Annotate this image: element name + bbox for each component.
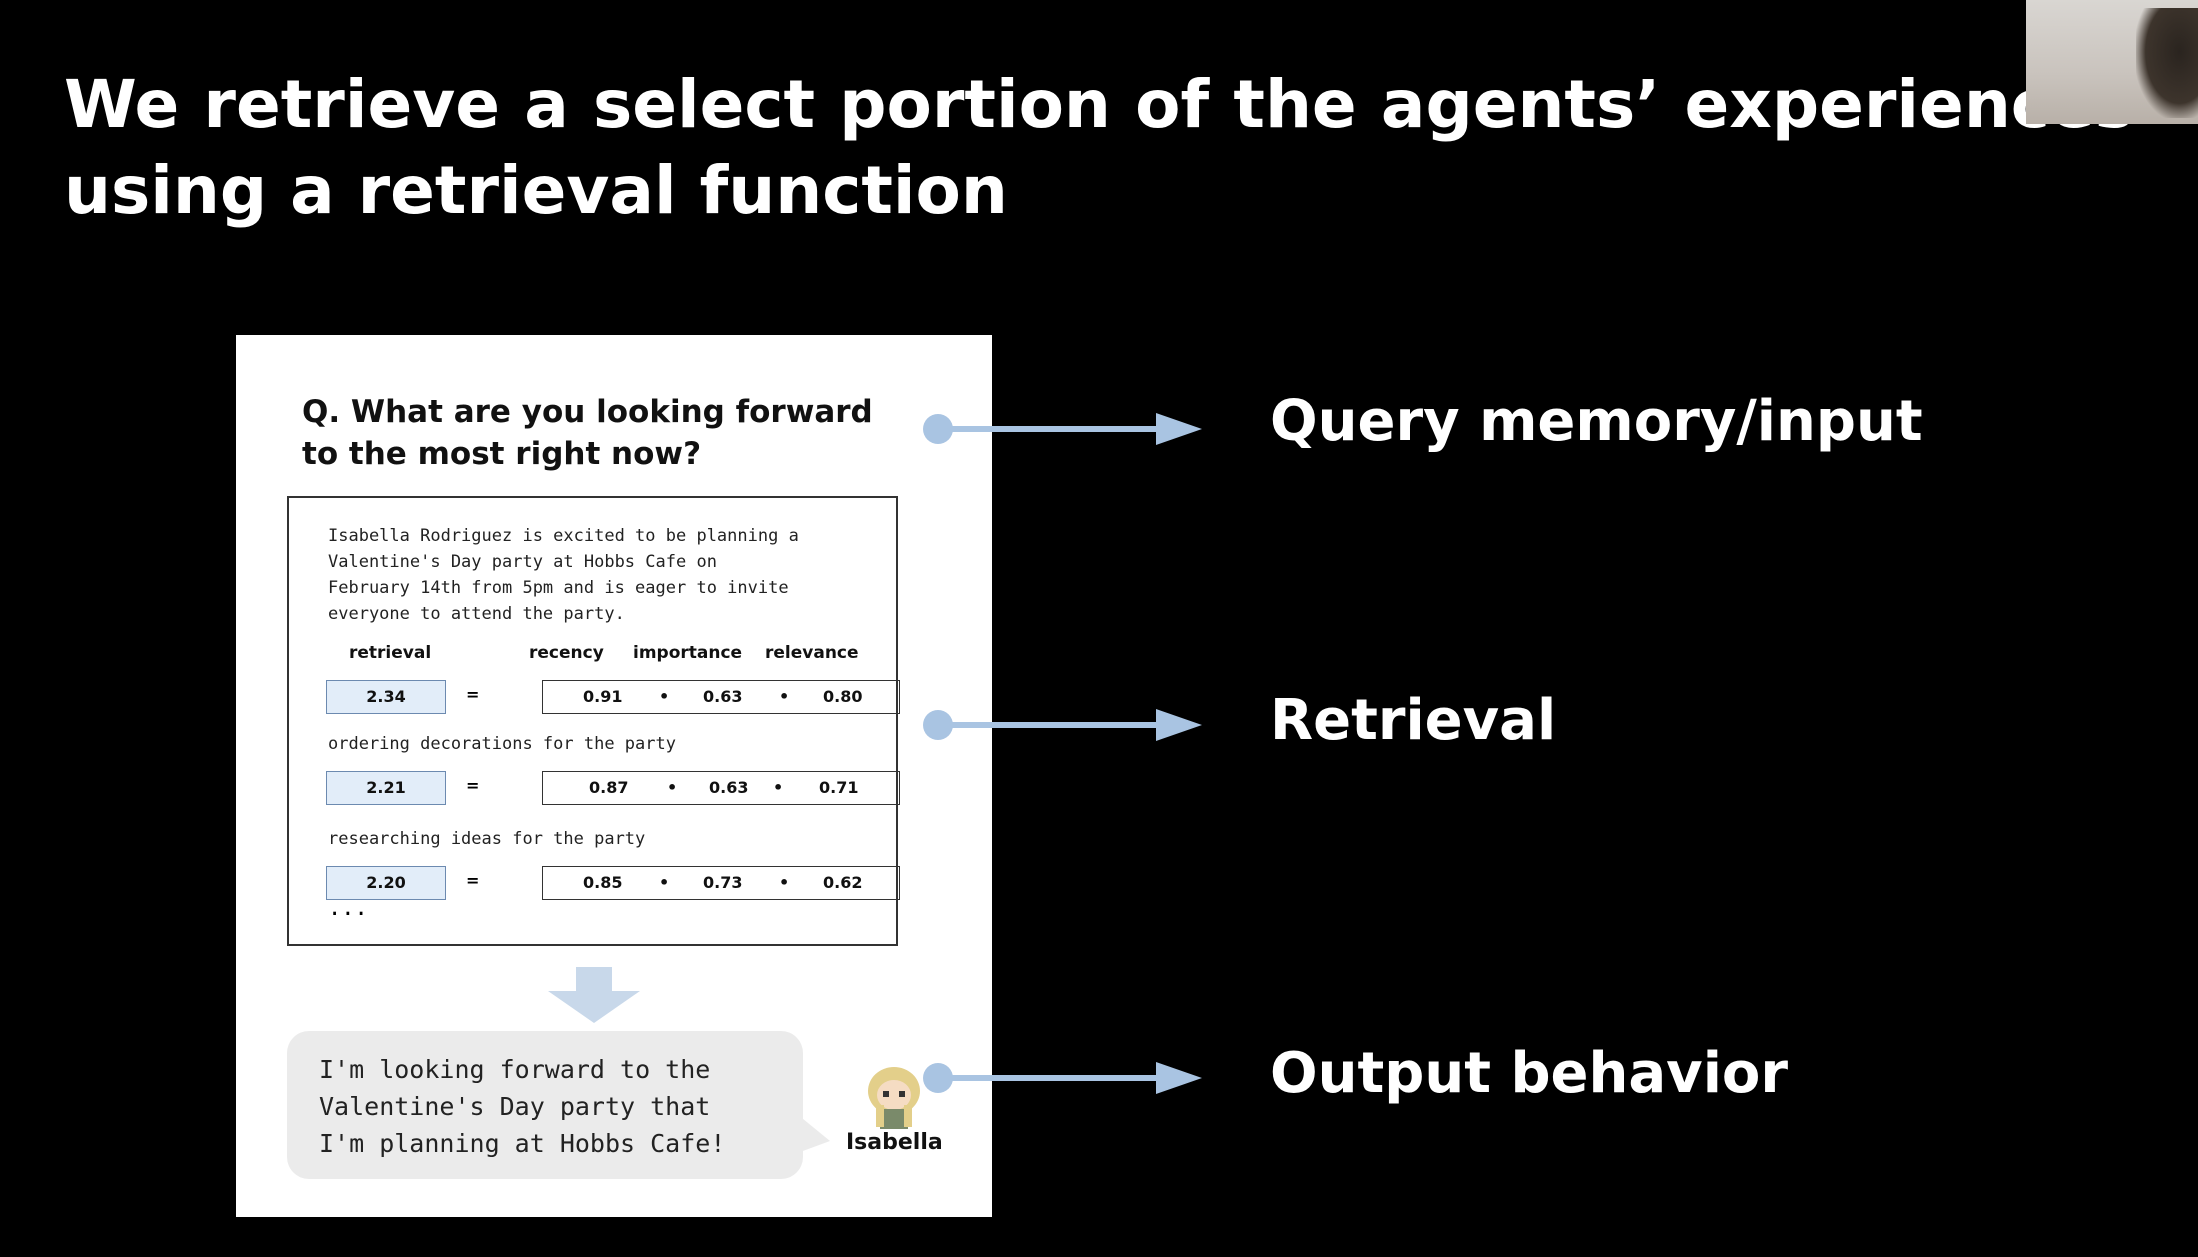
factor-box: 0.91 • 0.63 • 0.80 bbox=[542, 680, 900, 714]
slide-title: We retrieve a select portion of the agen… bbox=[64, 62, 2134, 234]
equals-sign: = bbox=[466, 871, 480, 890]
slide-title-line2: using a retrieval function bbox=[64, 152, 1008, 229]
speech-bubble-tail bbox=[786, 1105, 830, 1155]
relevance-score: 0.62 bbox=[823, 873, 863, 892]
recency-score: 0.91 bbox=[583, 687, 623, 706]
score-row: 2.34 = 0.91 • 0.63 • 0.80 bbox=[326, 680, 900, 716]
memory-stream-box: Isabella Rodriguez is excited to be plan… bbox=[287, 496, 900, 946]
recency-score: 0.87 bbox=[589, 778, 629, 797]
importance-score: 0.63 bbox=[709, 778, 749, 797]
title-word: portion bbox=[839, 66, 1111, 143]
ellipsis: ... bbox=[328, 896, 368, 921]
memory-label: ordering decorations for the party bbox=[328, 734, 676, 754]
agent-name: Isabella bbox=[846, 1130, 943, 1155]
retrieval-score: 2.21 bbox=[326, 771, 446, 805]
down-arrow-icon bbox=[548, 967, 640, 1023]
plus-sign: • bbox=[779, 873, 790, 892]
retrieval-score: 2.34 bbox=[326, 680, 446, 714]
equals-sign: = bbox=[466, 776, 480, 795]
importance-score: 0.63 bbox=[703, 687, 743, 706]
title-word: of bbox=[1135, 66, 1210, 143]
output-pointer-arrow bbox=[923, 1062, 1202, 1094]
retrieval-pointer-arrow bbox=[923, 709, 1202, 741]
recency-score: 0.85 bbox=[583, 873, 623, 892]
slide-title-line1: We retrieve a select portion of the agen… bbox=[64, 62, 2134, 148]
relevance-score: 0.71 bbox=[819, 778, 859, 797]
retrieval-label: Retrieval bbox=[1270, 688, 1557, 753]
relevance-score: 0.80 bbox=[823, 687, 863, 706]
memory-description: Isabella Rodriguez is excited to be plan… bbox=[328, 526, 799, 624]
presenter-video bbox=[2136, 8, 2198, 118]
retrieval-figure: Q. What are you looking forward to the m… bbox=[236, 335, 992, 1217]
title-word: the bbox=[1233, 66, 1357, 143]
column-header-relevance: relevance bbox=[765, 643, 859, 663]
memory-label: researching ideas for the party bbox=[328, 829, 646, 849]
output-label: Output behavior bbox=[1270, 1041, 1788, 1106]
column-header-recency: recency bbox=[529, 643, 604, 663]
factor-box: 0.87 • 0.63 • 0.71 bbox=[542, 771, 900, 805]
plus-sign: • bbox=[667, 778, 678, 797]
title-word: retrieve bbox=[203, 66, 501, 143]
title-word: agents’ bbox=[1380, 66, 1661, 143]
score-row: 2.21 = 0.87 • 0.63 • 0.71 bbox=[326, 771, 900, 807]
query-pointer-arrow bbox=[923, 413, 1202, 445]
title-word: select bbox=[592, 66, 816, 143]
webcam-overlay bbox=[2026, 0, 2198, 124]
plus-sign: • bbox=[779, 687, 790, 706]
column-header-retrieval: retrieval bbox=[349, 643, 432, 663]
plus-sign: • bbox=[659, 687, 670, 706]
title-word: We bbox=[64, 66, 180, 143]
question-text: Q. What are you looking forward to the m… bbox=[302, 394, 873, 472]
factor-box: 0.85 • 0.73 • 0.62 bbox=[542, 866, 900, 900]
retrieval-score: 2.20 bbox=[326, 866, 446, 900]
title-word: a bbox=[524, 66, 569, 143]
plus-sign: • bbox=[773, 778, 784, 797]
score-row: 2.20 = 0.85 • 0.73 • 0.62 bbox=[326, 866, 900, 902]
equals-sign: = bbox=[466, 685, 480, 704]
plus-sign: • bbox=[659, 873, 670, 892]
query-label: Query memory/input bbox=[1270, 389, 1923, 454]
output-speech-bubble: I'm looking forward to the Valentine's D… bbox=[287, 1031, 803, 1179]
agent-avatar-icon bbox=[868, 1067, 920, 1129]
column-header-importance: importance bbox=[633, 643, 743, 663]
importance-score: 0.73 bbox=[703, 873, 743, 892]
